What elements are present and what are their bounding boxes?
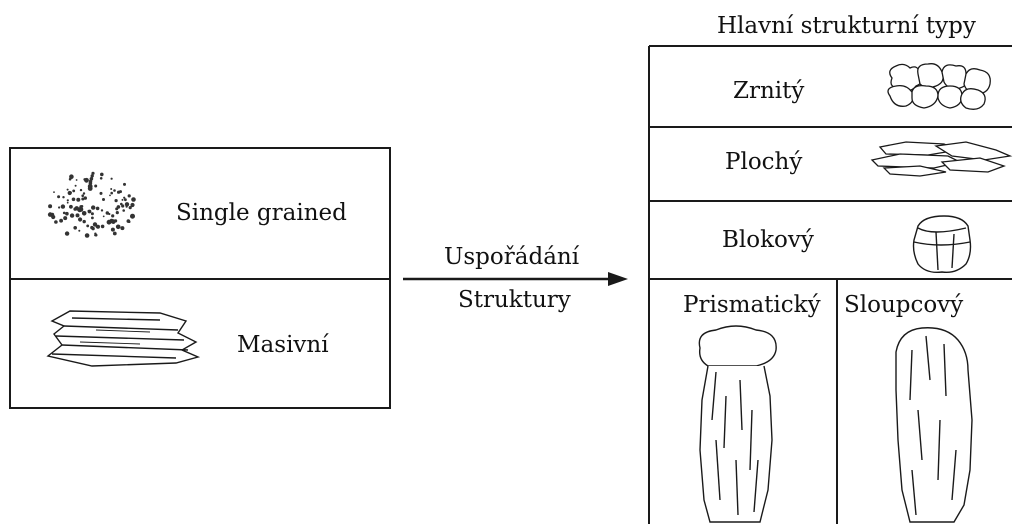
grain-dot (100, 192, 103, 195)
grain-dot (88, 210, 90, 212)
grain-dot (119, 190, 122, 193)
grain-dot (78, 230, 80, 232)
grain-dot (83, 192, 85, 194)
grain-dot (63, 216, 67, 220)
grain-dot (101, 225, 105, 229)
grain-dot (95, 234, 98, 237)
grain-dot (89, 180, 92, 183)
grain-dot (59, 219, 63, 223)
grain-dot (103, 216, 105, 218)
grain-dot (81, 198, 84, 201)
grain-dot (53, 191, 55, 193)
grain-dot (70, 192, 72, 194)
grain-dot (69, 174, 74, 179)
grain-dot (91, 217, 94, 220)
grain-dot (114, 219, 117, 222)
arrow-icon (403, 272, 628, 286)
grain-dot (65, 231, 69, 235)
grain-dot (116, 225, 121, 230)
grain-dot (111, 178, 113, 180)
grain-dot (58, 206, 60, 208)
grain-dot (78, 207, 83, 212)
grain-dot (102, 198, 105, 201)
grain-dot (85, 233, 90, 238)
grain-dot (73, 207, 76, 210)
grain-dot (84, 178, 89, 183)
grain-dot (109, 195, 111, 197)
dots-icon (48, 172, 136, 238)
grain-dot (62, 196, 64, 198)
grain-dot (76, 179, 78, 181)
grain-dot (91, 172, 94, 175)
grain-dot (123, 197, 125, 199)
prismatic-column-icon (699, 326, 776, 522)
granular-icon (888, 64, 990, 110)
grain-dot (96, 226, 98, 228)
grain-dot (91, 205, 95, 209)
grain-dot (81, 194, 84, 197)
grain-dot (100, 173, 104, 177)
grain-dot (108, 213, 110, 215)
grain-dot (110, 188, 112, 190)
platy-icon (872, 142, 1010, 176)
grain-dot (100, 177, 103, 180)
grain-dot (76, 213, 80, 217)
grain-dot (75, 185, 77, 187)
grain-dot (78, 217, 82, 221)
blocky-icon (914, 216, 971, 272)
grain-dot (80, 189, 82, 191)
grain-dot (117, 205, 121, 209)
grain-dot (128, 220, 131, 223)
grain-dot (122, 209, 125, 212)
grain-dot (48, 204, 52, 208)
grain-dot (126, 206, 128, 208)
grain-dot (116, 211, 119, 214)
grain-dot (72, 190, 75, 193)
grain-dot (130, 214, 135, 219)
grain-dot (91, 212, 94, 215)
grain-dot (69, 205, 73, 209)
grain-dot (110, 192, 113, 195)
grain-dot (65, 212, 69, 216)
grain-dot (70, 213, 74, 217)
grain-dot (107, 220, 112, 225)
grain-dot (96, 207, 100, 211)
grain-dot (67, 202, 69, 204)
grain-dot (113, 189, 116, 192)
grain-dot (67, 199, 69, 201)
grain-dot (51, 215, 55, 219)
grain-dot (101, 209, 103, 211)
grain-dot (115, 199, 118, 202)
grain-dot (121, 204, 124, 207)
grain-dot (72, 198, 76, 202)
grain-dot (120, 226, 124, 230)
grain-dot (130, 203, 134, 207)
grain-dot (61, 204, 65, 208)
grain-dot (127, 203, 129, 205)
grain-dot (73, 226, 77, 230)
grain-dot (86, 225, 89, 228)
grain-dot (90, 226, 93, 229)
massive-block-icon (48, 311, 198, 366)
grain-dot (83, 220, 86, 223)
grain-dot (113, 232, 117, 236)
grain-dot (111, 228, 115, 232)
grain-dot (123, 183, 126, 186)
grain-dot (54, 220, 58, 224)
grain-dot (122, 199, 124, 201)
grain-dot (57, 195, 60, 198)
grain-dot (82, 211, 87, 216)
grain-dot (94, 185, 97, 188)
grain-dot (128, 194, 131, 197)
columnar-icon (896, 328, 972, 522)
grain-dot (111, 214, 114, 217)
grain-dot (76, 198, 80, 202)
grain-dot (67, 189, 69, 191)
grain-dot (131, 197, 136, 202)
